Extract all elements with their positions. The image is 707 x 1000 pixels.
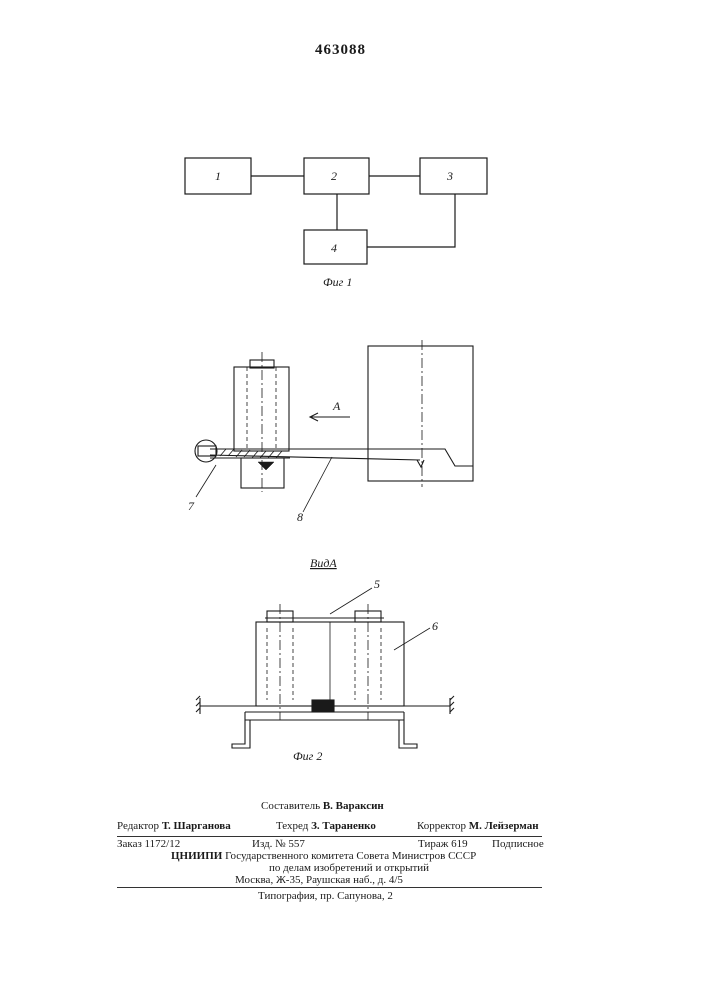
corrector-name: М. Лейзерман — [469, 820, 539, 832]
printer-line: Типография, пр. Сапунова, 2 — [258, 890, 393, 902]
arrow-a-label: A — [332, 399, 341, 413]
techred-line: Техред З. Тараненко — [276, 820, 376, 832]
institute-name: ЦНИИПИ — [171, 850, 222, 862]
edition-number: Изд. № 557 — [252, 838, 305, 850]
block-1-label: 1 — [215, 169, 221, 183]
institute-line: ЦНИИПИ Государственного комитета Совета … — [171, 850, 476, 862]
block-2-label: 2 — [331, 169, 337, 183]
block-3-label: 3 — [446, 169, 453, 183]
corrector-title: Корректор — [417, 820, 466, 832]
print-run: Тираж 619 — [418, 838, 468, 850]
figure-2-caption: Фиг 2 — [293, 749, 322, 763]
compiler-title: Составитель — [261, 800, 320, 812]
rule-top — [117, 836, 542, 837]
subscription: Подписное — [492, 838, 544, 850]
figure-1-caption: Фиг 1 — [323, 275, 352, 289]
editor-name: Т. Шарганова — [162, 820, 231, 832]
rule-bottom — [117, 887, 542, 888]
side-view-drawing — [195, 340, 473, 512]
editor-line: Редактор Т. Шарганова — [117, 820, 231, 832]
techred-title: Техред — [276, 820, 308, 832]
corrector-line: Корректор М. Лейзерман — [417, 820, 539, 832]
compiler-name: В. Вараксин — [323, 800, 384, 812]
editor-title: Редактор — [117, 820, 159, 832]
view-a-drawing — [196, 588, 454, 748]
address-line: Москва, Ж-35, Раушская наб., д. 4/5 — [235, 874, 403, 886]
part-6-label: 6 — [432, 619, 438, 633]
committee-name: Государственного комитета Совета Министр… — [225, 850, 476, 862]
block-4-label: 4 — [331, 241, 337, 255]
order-number: Заказ 1172/12 — [117, 838, 180, 850]
techred-name: З. Тараненко — [311, 820, 376, 832]
part-5-label: 5 — [374, 577, 380, 591]
part-8-label: 8 — [297, 510, 303, 524]
view-a-label: ВидА — [310, 556, 337, 570]
connector-3-4 — [367, 194, 455, 247]
affairs-line: по делам изобретений и открытий — [269, 862, 429, 874]
part-7-label: 7 — [188, 499, 195, 513]
block-3 — [420, 158, 487, 194]
compiler-line: Составитель В. Вараксин — [261, 800, 384, 812]
